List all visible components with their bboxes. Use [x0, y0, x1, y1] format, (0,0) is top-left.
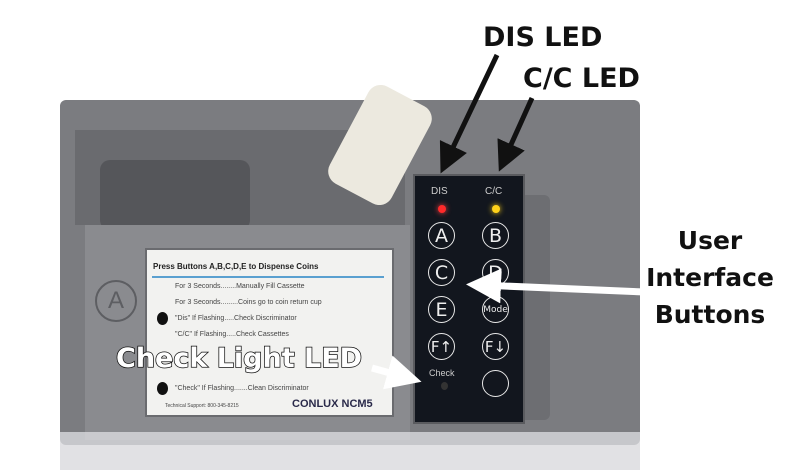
button-f-down[interactable]: F↓: [482, 333, 509, 360]
button-f-up[interactable]: F↑: [428, 333, 455, 360]
cc-led: [492, 205, 500, 213]
instruction-card: Press Buttons A,B,C,D,E to Dispense Coin…: [145, 248, 394, 417]
brand-logo: CONLUX NCM5: [292, 398, 373, 410]
coin-chute: [100, 160, 250, 230]
button-blank[interactable]: [482, 370, 509, 397]
card-rule: [152, 276, 384, 278]
side-roller: [520, 195, 550, 420]
dis-led-callout: DIS LED: [483, 22, 603, 53]
callout-line: Interface: [646, 263, 774, 292]
card-line: "Check" If Flashing.......Clean Discrimi…: [175, 385, 309, 392]
cc-arrow: [497, 96, 535, 172]
callout-line: User: [677, 226, 743, 255]
button-e[interactable]: E: [428, 296, 455, 323]
buttons-arrow: [466, 268, 646, 304]
clear-tray: [60, 432, 640, 470]
support-text: Technical Support: 800-345-8215: [165, 403, 239, 409]
check-light-led-callout: Check Light LED: [115, 342, 363, 375]
check-led: [441, 382, 448, 390]
card-line: For 3 Seconds........Manually Fill Casse…: [175, 283, 305, 290]
dis-arrow: [439, 53, 500, 174]
card-line: "Dis" If Flashing.....Check Discriminato…: [175, 315, 297, 322]
user-interface-buttons-callout: User Interface Buttons: [640, 222, 780, 333]
cc-label: C/C: [485, 186, 503, 197]
card-line: "C/C" If Flashing.....Check Cassettes: [175, 331, 289, 338]
dis-led: [438, 205, 446, 213]
slot-letter: A: [95, 280, 137, 322]
dis-label: DIS: [431, 186, 448, 197]
card-title: Press Buttons A,B,C,D,E to Dispense Coin…: [153, 262, 319, 271]
control-panel: DIS C/C A B C D E Mode F↑ F↓ Check: [413, 174, 525, 424]
bullet-dot: [157, 382, 168, 395]
check-label: Check: [429, 368, 455, 378]
check-arrow: [371, 355, 422, 390]
callout-line: Buttons: [654, 300, 766, 329]
button-c[interactable]: C: [428, 259, 455, 286]
button-b[interactable]: B: [482, 222, 509, 249]
cc-led-callout: C/C LED: [523, 63, 640, 94]
button-a[interactable]: A: [428, 222, 455, 249]
card-line: For 3 Seconds.........Coins go to coin r…: [175, 299, 322, 306]
bullet-dot: [157, 312, 168, 325]
